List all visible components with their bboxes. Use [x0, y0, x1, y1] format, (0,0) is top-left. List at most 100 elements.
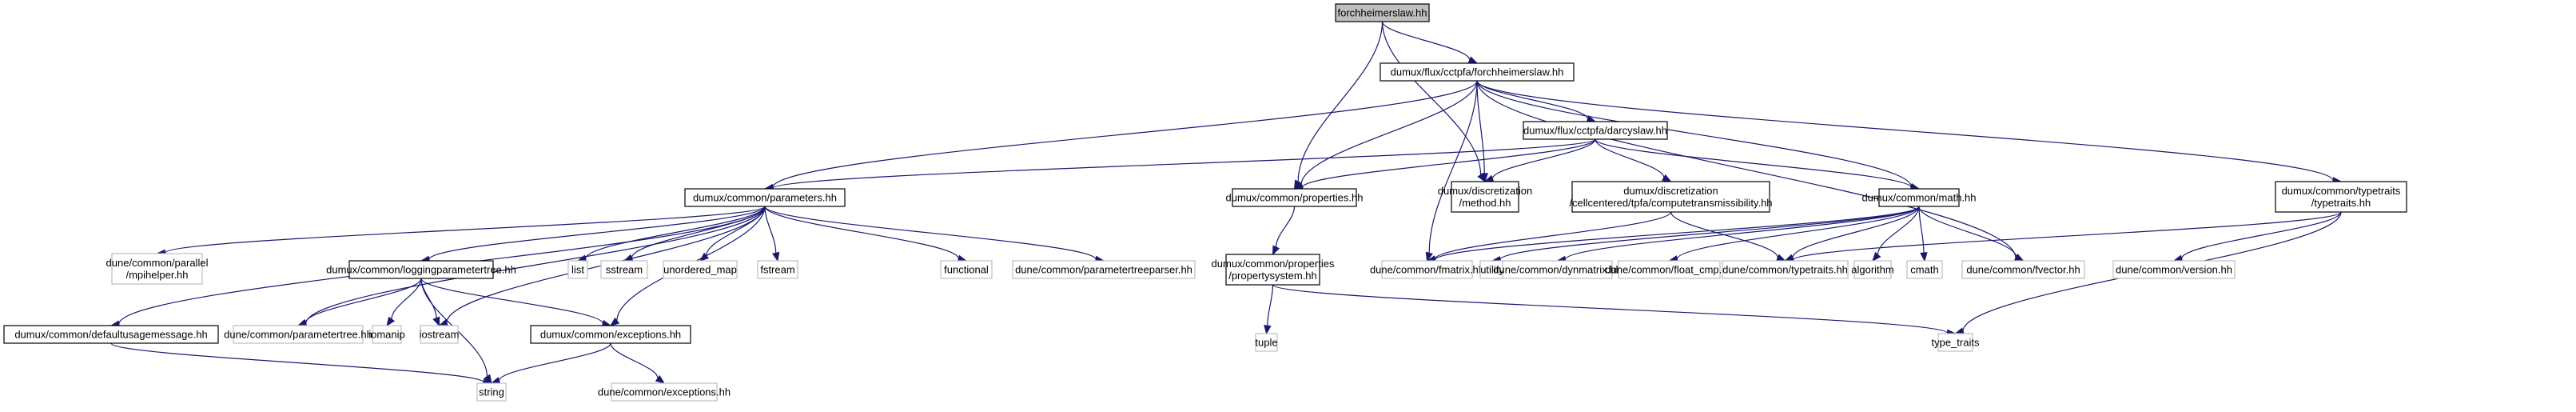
node-box [1502, 260, 1613, 279]
node-label: dune/common/typetraits.hh [1722, 264, 1848, 276]
node-box [1906, 260, 1943, 279]
node-label: unordered_map [663, 264, 737, 276]
node-label: sstream [606, 264, 643, 276]
node-label: /typetraits.hh [2311, 197, 2371, 209]
node-fstream: fstream [757, 260, 798, 279]
arrowhead-icon [1662, 174, 1672, 182]
node-box [940, 260, 993, 279]
node-label: dune/common/parametertreeparser.hh [1015, 264, 1192, 276]
node-box [1853, 260, 1892, 279]
edge-defusage-to-string [110, 342, 484, 383]
edge-propsys-to-tuple [1267, 284, 1274, 326]
node-fmatrix: dune/common/fmatrix.hh [1370, 260, 1484, 279]
node-math[interactable]: dumux/common/math.hh [1861, 188, 1977, 207]
edge-darcy-to-props [1301, 138, 1596, 188]
node-label: list [571, 264, 584, 276]
edge-forch-to-ttraits [1476, 80, 2334, 182]
node-label: dumux/common/typetraits [2282, 185, 2401, 197]
edges-layer [109, 21, 2343, 386]
node-label: type_traits [1932, 337, 1980, 349]
edge-math-to-dynmatrix [1564, 206, 1920, 261]
node-box [1232, 188, 1357, 207]
node-label: tuple [1255, 337, 1277, 349]
node-label: forchheimerslaw.hh [1338, 7, 1427, 19]
node-ctrans[interactable]: dumux/discretization/cellcentered/tpfa/c… [1569, 181, 1773, 213]
node-fvector: dune/common/fvector.hh [1961, 260, 2085, 279]
node-label: /mpihelper.hh [125, 269, 188, 281]
node-ptparser: dune/common/parametertreeparser.hh [1012, 260, 1196, 279]
node-box [1380, 62, 1575, 82]
node-props[interactable]: dumux/common/properties.hh [1226, 188, 1364, 207]
node-floatcmp: dune/common/float_cmp.hh [1605, 260, 1734, 279]
edge-forch-to-fmatrix [1428, 80, 1478, 254]
edge-math-to-dtypetraits [1792, 206, 1920, 258]
node-label: dumux/common/loggingparametertree.hh [326, 264, 516, 276]
node-box [1878, 188, 1960, 207]
node-params[interactable]: dumux/common/parameters.hh [684, 188, 846, 207]
edge-math-to-fmatrix [1434, 206, 1920, 261]
node-ttraits[interactable]: dumux/common/typetraits/typetraits.hh [2275, 181, 2407, 213]
node-iostream: iostream [420, 325, 460, 344]
node-box [757, 260, 798, 279]
node-box [3, 325, 219, 344]
node-box [420, 325, 459, 344]
node-box [2112, 260, 2236, 279]
node-string: string [476, 382, 507, 402]
node-label: dune/common/parametertree.hh [224, 329, 372, 341]
edge-math-to-cmath [1918, 206, 1925, 254]
edge-params-to-logging [428, 206, 766, 260]
arrowhead-icon [1775, 254, 1786, 262]
node-dxexc[interactable]: dumux/common/exceptions.hh [530, 325, 691, 344]
node-box [1255, 333, 1278, 352]
node-label: dune/common/fvector.hh [1966, 264, 2080, 276]
edge-params-to-list [585, 206, 766, 259]
node-label: dumux/common/parameters.hh [693, 192, 837, 204]
edge-logging-to-ptree [305, 278, 422, 323]
node-box [372, 325, 402, 344]
node-label: dune/common/parallel [106, 257, 209, 269]
edge-root-to-forch [1381, 21, 1471, 61]
node-box [1722, 260, 1849, 279]
arrowhead-icon [1920, 252, 1928, 262]
edge-logging-to-dxexc [420, 278, 603, 324]
edge-math-to-algorithm [1877, 206, 1920, 255]
node-label: dumux/common/math.hh [1861, 192, 1976, 204]
edge-forch-to-fvector [1476, 80, 2017, 258]
node-dynmatrix: dune/common/dynmatrix.hh [1493, 260, 1622, 279]
node-box [1523, 121, 1668, 140]
arrowhead-icon [1425, 251, 1433, 262]
node-box [1451, 181, 1519, 213]
node-label: cmath [1910, 264, 1938, 276]
edge-forch-to-props [1300, 80, 1478, 185]
edge-propsys-to-typetraits_std [1272, 284, 1949, 334]
node-box [233, 325, 364, 344]
arrowhead-icon [386, 316, 396, 327]
node-label: functional [944, 264, 989, 276]
node-label: dune/common/exceptions.hh [598, 386, 731, 398]
node-method[interactable]: dumux/discretization/method.hh [1438, 181, 1533, 213]
node-logging[interactable]: dumux/common/loggingparametertree.hh [326, 260, 516, 279]
node-propsys[interactable]: dumux/common/properties/propertysystem.h… [1212, 254, 1335, 286]
node-root[interactable]: forchheimerslaw.hh [1335, 3, 1430, 22]
edge-params-to-functional [764, 206, 959, 259]
node-dtypetraits: dune/common/typetraits.hh [1722, 260, 1849, 279]
arrowhead-icon [432, 316, 440, 327]
node-label: dumux/common/properties.hh [1226, 192, 1364, 204]
arrowhead-icon [1264, 324, 1272, 335]
node-forch[interactable]: dumux/flux/cctpfa/forchheimerslaw.hh [1380, 62, 1575, 82]
node-defusage[interactable]: dumux/common/defaultusagemessage.hh [3, 325, 219, 344]
node-box [567, 260, 588, 279]
node-darcy[interactable]: dumux/flux/cctpfa/darcyslaw.hh [1523, 121, 1668, 140]
node-label: iostream [420, 329, 460, 341]
node-functional: functional [940, 260, 993, 279]
arrowhead-icon [1272, 245, 1280, 256]
node-tuple: tuple [1255, 333, 1278, 352]
edge-dxexc-to-dnexc [610, 342, 659, 379]
node-umap: unordered_map [663, 260, 738, 279]
node-dnexc: dune/common/exceptions.hh [598, 382, 731, 402]
node-label: dumux/flux/cctpfa/darcyslaw.hh [1523, 125, 1667, 137]
edge-math-to-floatcmp [1676, 206, 1920, 260]
edge-darcy-to-method [1491, 138, 1596, 179]
node-label: algorithm [1851, 264, 1893, 276]
